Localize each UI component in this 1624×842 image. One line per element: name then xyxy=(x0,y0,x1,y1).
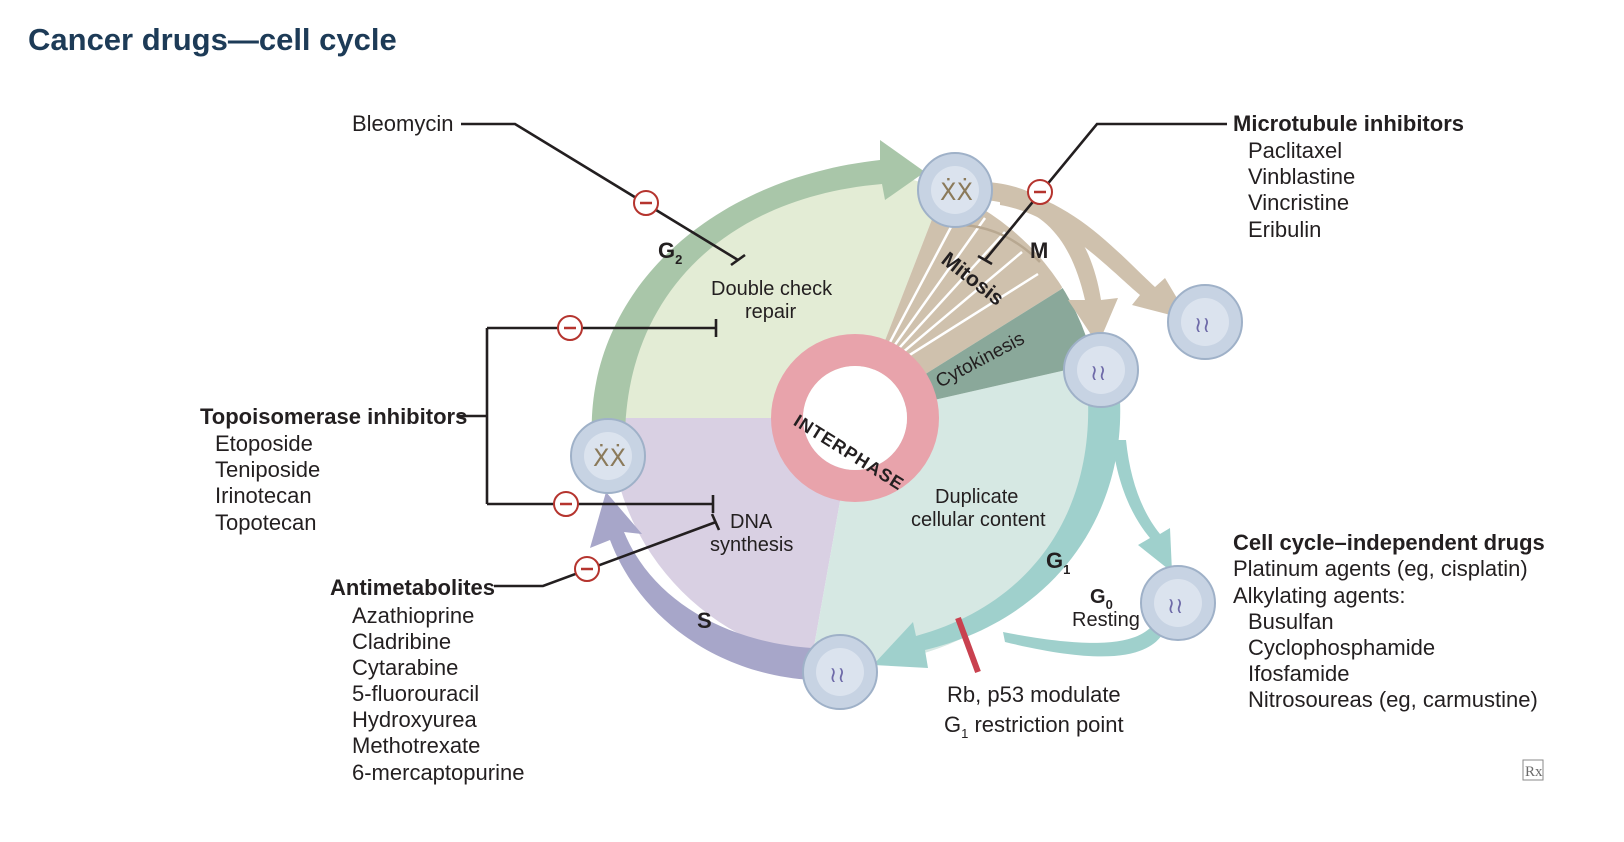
cell-cytokinesis: ≀≀ xyxy=(1063,332,1139,408)
drug-item: Eribulin xyxy=(1248,217,1321,242)
independent-header: Cell cycle–independent drugs xyxy=(1233,530,1545,555)
svg-text:ẊẊ: ẊẊ xyxy=(593,443,626,472)
topoisomerase-inhibitors-list: Topoisomerase inhibitors Etoposide Tenip… xyxy=(200,404,467,535)
double-check-label-2: repair xyxy=(745,301,796,323)
antimetabolites-list: Antimetabolites Azathioprine Cladribine … xyxy=(330,575,524,785)
drug-item: Paclitaxel xyxy=(1248,138,1342,163)
inhibit-icon-antimetabolites xyxy=(574,556,600,582)
dna-synthesis-label-1: DNA xyxy=(730,511,773,533)
microtubule-header: Microtubule inhibitors xyxy=(1233,111,1464,136)
rx-icon: Rx xyxy=(1522,759,1544,781)
svg-text:Rx: Rx xyxy=(1525,764,1543,780)
restriction-point-bar xyxy=(955,616,981,674)
cell-g0: ≀≀ xyxy=(1140,565,1216,641)
double-check-label-1: Double check xyxy=(711,278,833,300)
drug-item: Vincristine xyxy=(1248,190,1349,215)
drug-item: Methotrexate xyxy=(352,733,480,758)
antimetabolites-header: Antimetabolites xyxy=(330,575,495,600)
cell-top: ẊẊ xyxy=(917,152,993,228)
topoisomerase-header: Topoisomerase inhibitors xyxy=(200,404,467,429)
rb-p53-label: Rb, p53 modulate xyxy=(947,682,1121,707)
drug-item: Busulfan xyxy=(1248,609,1334,634)
g1-label: G1 xyxy=(1046,548,1070,577)
svg-text:ẊẊ: ẊẊ xyxy=(940,177,973,206)
restriction-point-label: G1 restriction point xyxy=(944,712,1124,741)
connector-lines xyxy=(457,122,1227,588)
cell-daughter: ≀≀ xyxy=(1167,284,1243,360)
duplicate-label-1: Duplicate xyxy=(935,486,1018,508)
cell-left: ẊẊ xyxy=(570,418,646,494)
inhibit-icon-bleomycin xyxy=(633,190,659,216)
bleomycin-label: Bleomycin xyxy=(352,111,453,136)
drug-item: Etoposide xyxy=(215,431,313,456)
interphase-ring xyxy=(771,334,939,502)
g2-label: G2 xyxy=(658,238,682,267)
drug-item: Irinotecan xyxy=(215,483,312,508)
drug-item: Cytarabine xyxy=(352,655,458,680)
interphase-center xyxy=(803,366,907,470)
g1-arrow xyxy=(873,400,1121,668)
g0-label: G0 xyxy=(1090,586,1113,612)
svg-text:≀≀: ≀≀ xyxy=(1194,313,1211,338)
inhibition-symbols xyxy=(553,179,1053,582)
svg-text:≀≀: ≀≀ xyxy=(1167,594,1184,619)
drug-item: Vinblastine xyxy=(1248,164,1355,189)
m-phase-arrows xyxy=(985,182,1190,345)
cell-cycle-independent-list: Cell cycle–independent drugs Platinum ag… xyxy=(1233,530,1545,712)
dna-synthesis-label-2: synthesis xyxy=(710,534,793,556)
drug-item: Ifosfamide xyxy=(1248,661,1350,686)
s-label: S xyxy=(697,608,712,633)
drug-item: Hydroxyurea xyxy=(352,707,477,732)
s-arrow xyxy=(590,492,812,680)
drug-item: Cyclophosphamide xyxy=(1248,635,1435,660)
drug-item: Cladribine xyxy=(352,629,451,654)
sector-cytokinesis xyxy=(855,250,1100,418)
resting-label: Resting xyxy=(1072,609,1140,631)
microtubule-inhibitors-list: Microtubule inhibitors Paclitaxel Vinbla… xyxy=(1233,111,1464,242)
alkylating-agents-line: Alkylating agents: xyxy=(1233,583,1405,608)
inhibit-icon-topo-g2 xyxy=(557,315,583,341)
drug-item: Topotecan xyxy=(215,510,317,535)
svg-text:≀≀: ≀≀ xyxy=(829,663,846,688)
cell-bottom: ≀≀ xyxy=(802,634,878,710)
duplicate-label-2: cellular content xyxy=(911,509,1046,531)
inhibit-icon-microtubule xyxy=(1027,179,1053,205)
drug-item: 6-mercaptopurine xyxy=(352,760,524,785)
drug-item: Nitrosoureas (eg, carmustine) xyxy=(1248,687,1538,712)
g2-arrow xyxy=(591,140,925,440)
platinum-agents-line: Platinum agents (eg, cisplatin) xyxy=(1233,556,1528,581)
drug-item: Azathioprine xyxy=(352,603,474,628)
page-title: Cancer drugs—cell cycle xyxy=(28,22,397,57)
inhibit-icon-topo-s xyxy=(553,491,579,517)
g0-arrows xyxy=(1003,440,1172,657)
svg-text:≀≀: ≀≀ xyxy=(1090,361,1107,386)
drug-item: 5-fluorouracil xyxy=(352,681,479,706)
drug-item: Teniposide xyxy=(215,457,320,482)
m-label: M xyxy=(1030,238,1048,263)
